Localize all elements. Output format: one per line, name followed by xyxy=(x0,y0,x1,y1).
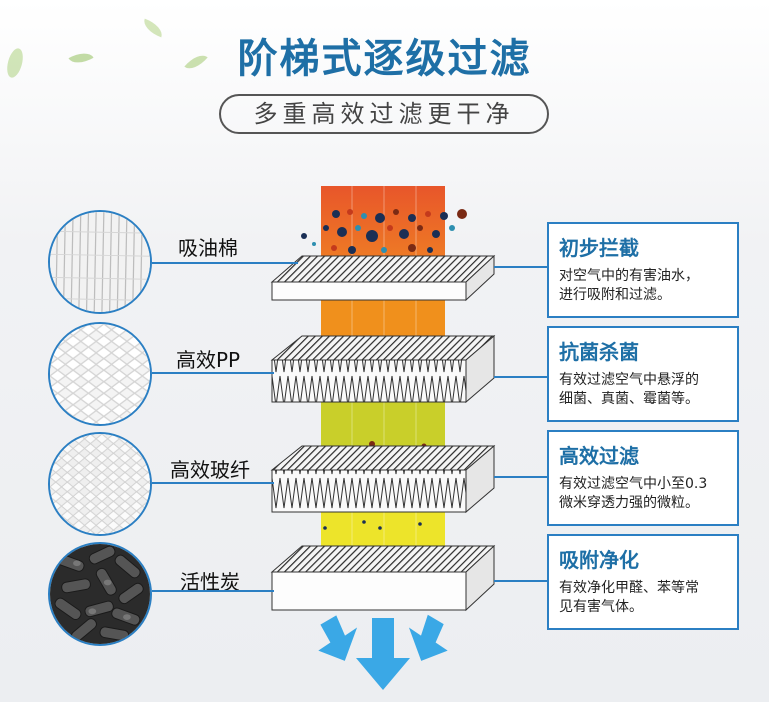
info-title: 抗菌杀菌 xyxy=(559,340,639,364)
connector-left-2 xyxy=(152,372,274,374)
connector-right-4 xyxy=(494,580,547,582)
info-text: 有效过滤空气中小至0.3 微米穿透力强的微粒。 xyxy=(559,475,727,513)
info-box-adsorption: 吸附净化 有效净化甲醛、苯等常 见有害气体。 xyxy=(547,534,739,630)
layer-label-pp: 高效PP xyxy=(176,348,241,372)
info-box-initial-interception: 初步拦截 对空气中的有害油水， 进行吸附和过滤。 xyxy=(547,222,739,318)
connector-left-1 xyxy=(152,262,298,264)
info-title: 高效过滤 xyxy=(559,444,639,468)
info-line: 有效净化甲醛、苯等常 xyxy=(559,580,699,596)
info-line: 见有害气体。 xyxy=(559,599,643,615)
filter-layer-1 xyxy=(270,254,496,302)
layer-label-oil-cotton: 吸油棉 xyxy=(178,236,238,260)
air-column-orange xyxy=(321,300,445,340)
pp-mesh-texture-icon xyxy=(48,322,152,426)
info-text: 有效过滤空气中悬浮的 细菌、真菌、霉菌等。 xyxy=(559,371,727,409)
activated-carbon-icon xyxy=(48,542,152,646)
connector-right-1 xyxy=(494,266,547,268)
info-title: 吸附净化 xyxy=(559,548,639,572)
info-line: 对空气中的有害油水， xyxy=(559,268,699,284)
info-line: 有效过滤空气中悬浮的 xyxy=(559,372,699,388)
filter-layer-4 xyxy=(270,544,496,612)
cotton-fiber-texture-icon xyxy=(48,210,152,314)
info-title: 初步拦截 xyxy=(559,236,639,260)
layer-label-glass-fiber: 高效玻纤 xyxy=(170,458,250,482)
filter-layer-3 xyxy=(270,444,496,514)
info-box-high-efficiency: 高效过滤 有效过滤空气中小至0.3 微米穿透力强的微粒。 xyxy=(547,430,739,526)
glass-fiber-texture-icon xyxy=(48,432,152,536)
air-column-yellow xyxy=(321,512,445,548)
airflow-down-arrow-icon xyxy=(318,614,448,690)
info-line: 有效过滤空气中小至0.3 xyxy=(559,476,708,492)
page-subtitle: 多重高效过滤更干净 xyxy=(219,94,549,134)
air-column-yellowgreen xyxy=(321,402,445,448)
info-text: 对空气中的有害油水， 进行吸附和过滤。 xyxy=(559,267,727,305)
info-line: 微米穿透力强的微粒。 xyxy=(559,495,699,511)
connector-left-3 xyxy=(152,482,274,484)
connector-right-2 xyxy=(494,376,547,378)
info-line: 进行吸附和过滤。 xyxy=(559,287,671,303)
info-line: 细菌、真菌、霉菌等。 xyxy=(559,391,699,407)
connector-right-3 xyxy=(494,476,547,478)
connector-left-4 xyxy=(152,590,274,592)
filter-layer-2 xyxy=(270,334,496,404)
page-title: 阶梯式逐级过滤 xyxy=(237,36,532,82)
info-box-antibacterial: 抗菌杀菌 有效过滤空气中悬浮的 细菌、真菌、霉菌等。 xyxy=(547,326,739,422)
info-text: 有效净化甲醛、苯等常 见有害气体。 xyxy=(559,579,727,617)
